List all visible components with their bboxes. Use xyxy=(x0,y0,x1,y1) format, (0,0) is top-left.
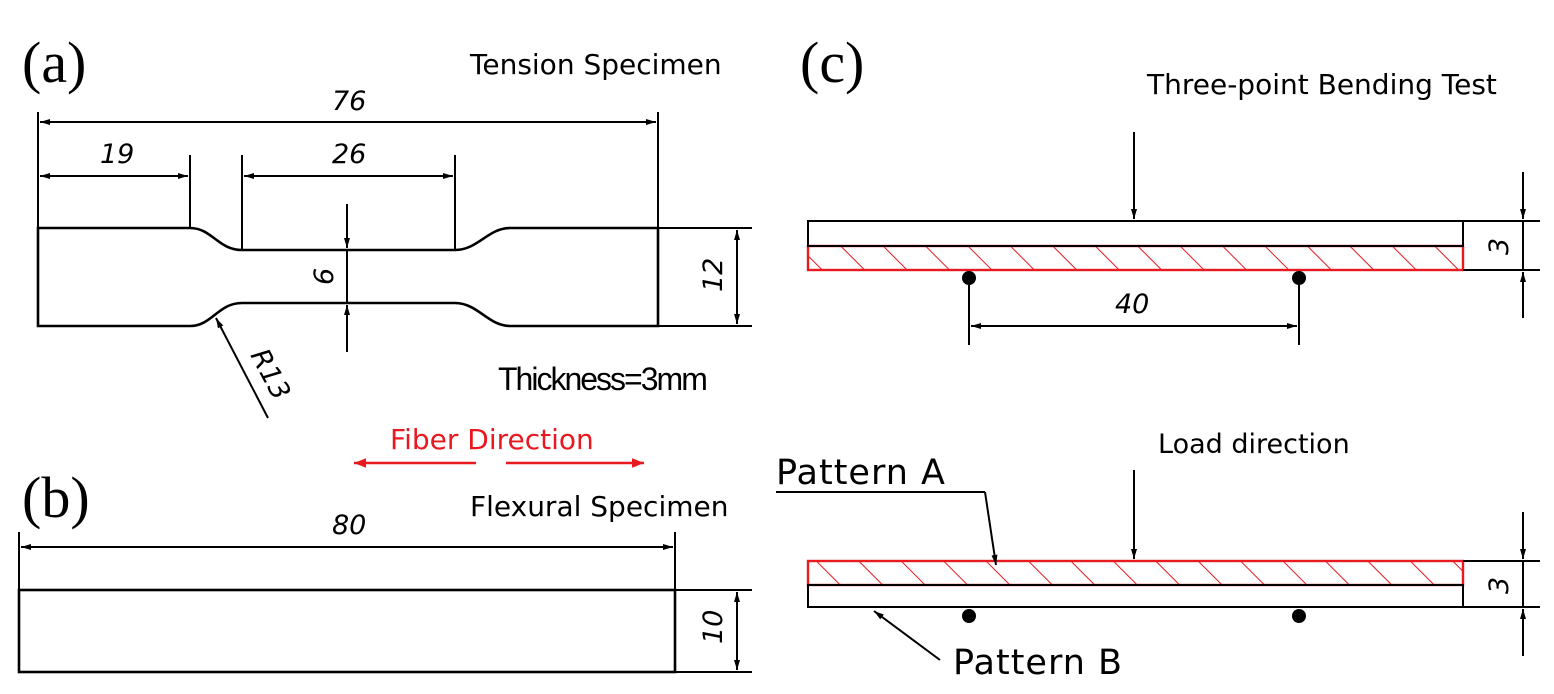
dim-width: 12 xyxy=(698,258,729,292)
support-left-bottom xyxy=(962,609,976,623)
panel-b: (b) Flexural Specimen 80 10 xyxy=(17,465,752,674)
panel-a-label: (a) xyxy=(22,30,86,95)
fiber-direction: Fiber Direction xyxy=(354,423,644,468)
dim-thickness-top: 3 xyxy=(1484,238,1515,255)
bending-specimen-top: 40 3 xyxy=(806,132,1540,345)
dim-grip-length: 19 xyxy=(100,139,134,170)
plain-layer-bottom xyxy=(807,584,1464,608)
pattern-a-arrow xyxy=(984,491,998,566)
dim-flexural-length: 80 xyxy=(332,510,366,541)
dim-thickness-bottom: 3 xyxy=(1484,577,1515,594)
pattern-b-label: Pattern B xyxy=(953,643,1123,683)
panel-a: (a) Tension Specimen 76 19 26 6 12 R13 T… xyxy=(22,30,752,419)
dim-gauge-width: 6 xyxy=(309,268,340,285)
tension-specimen-title: Tension Specimen xyxy=(469,48,722,81)
hatched-layer-top xyxy=(806,244,1465,272)
dim-radius: R13 xyxy=(244,344,296,405)
pattern-a-label: Pattern A xyxy=(776,453,946,493)
dim-span: 40 xyxy=(1115,289,1149,320)
dim-gauge-length: 26 xyxy=(332,139,366,170)
support-right-top xyxy=(1292,271,1306,285)
support-left-top xyxy=(962,271,976,285)
thickness-note: Thickness=3mm xyxy=(498,361,706,397)
panel-c: (c) Three-point Bending Test 40 3 Load d… xyxy=(776,30,1540,683)
fiber-direction-label: Fiber Direction xyxy=(390,423,594,456)
flexural-specimen-title: Flexural Specimen xyxy=(470,490,728,523)
dim-flexural-width: 10 xyxy=(698,610,729,644)
hatched-layer-bottom xyxy=(806,559,1465,587)
radius-leader xyxy=(215,317,269,419)
dim-overall-length: 76 xyxy=(332,86,366,117)
bending-specimen-bottom: Load direction Pattern A Pattern B 3 xyxy=(776,429,1540,683)
panel-c-label: (c) xyxy=(800,30,864,95)
flexural-specimen-outline xyxy=(17,588,677,674)
support-right-bottom xyxy=(1292,609,1306,623)
load-direction-label: Load direction xyxy=(1158,429,1350,460)
panel-b-label: (b) xyxy=(22,465,90,530)
pattern-b-arrow xyxy=(873,610,941,661)
bending-test-title: Three-point Bending Test xyxy=(1146,68,1497,101)
plain-layer-top xyxy=(807,220,1464,247)
